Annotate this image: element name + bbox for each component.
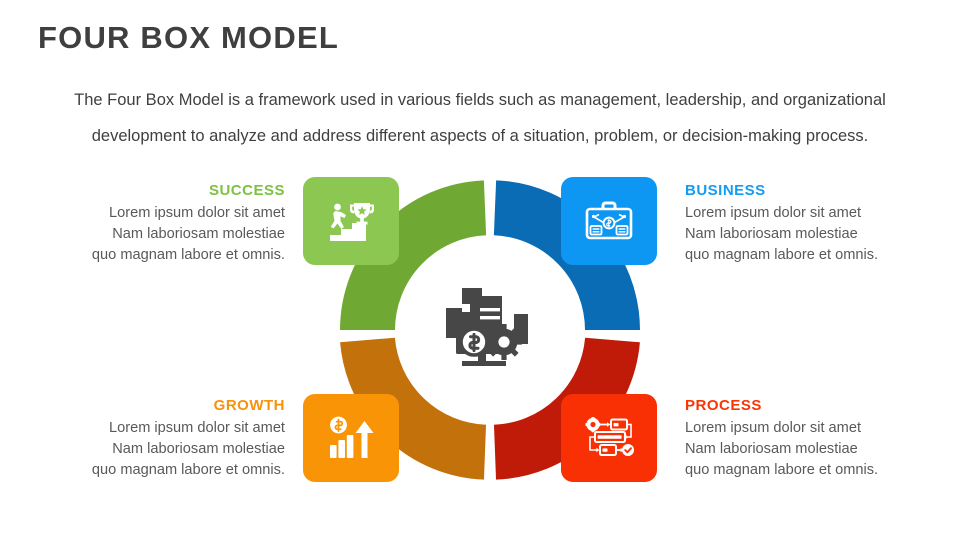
business-line-1: Lorem ipsum dolor sit amet bbox=[685, 205, 862, 221]
category-label-business: BUSINESS bbox=[685, 182, 766, 199]
text-block-process: PROCESS Lorem ipsum dolor sit amet Nam l… bbox=[685, 395, 945, 481]
success-line-2: Nam laboriosam molestiae bbox=[112, 226, 285, 242]
success-line-3: quo magnam labore et omnis. bbox=[91, 247, 285, 263]
growth-line-3: quo magnam labore et omnis. bbox=[91, 462, 285, 478]
ring-arc-success[interactable] bbox=[340, 180, 487, 331]
process-line-2: Nam laboriosam molestiae bbox=[685, 441, 858, 457]
success-line-1: Lorem ipsum dolor sit amet bbox=[108, 205, 285, 221]
category-label-success: SUCCESS bbox=[208, 182, 285, 199]
category-label-process: PROCESS bbox=[685, 397, 762, 414]
ring-arc-growth[interactable] bbox=[340, 336, 487, 480]
briefcase-network-icon bbox=[585, 201, 633, 240]
growth-chart-arrow-icon bbox=[330, 416, 374, 458]
icon-box-process[interactable] bbox=[561, 394, 657, 482]
icon-box-success[interactable] bbox=[303, 177, 399, 265]
business-line-3: quo magnam labore et omnis. bbox=[685, 247, 879, 263]
growth-line-1: Lorem ipsum dolor sit amet bbox=[108, 420, 285, 436]
text-block-success: SUCCESS Lorem ipsum dolor sit amet Nam l… bbox=[25, 180, 285, 266]
trophy-stairs-icon bbox=[330, 203, 374, 241]
process-line-1: Lorem ipsum dolor sit amet bbox=[685, 420, 862, 436]
description-line-2: development to analyze and address diffe… bbox=[91, 127, 869, 145]
center-icon-wrap bbox=[440, 280, 540, 380]
description-line-1: The Four Box Model is a framework used i… bbox=[74, 91, 886, 109]
text-block-business: BUSINESS Lorem ipsum dolor sit amet Nam … bbox=[685, 180, 945, 266]
business-line-2: Nam laboriosam molestiae bbox=[685, 226, 858, 242]
text-block-growth: GROWTH Lorem ipsum dolor sit amet Nam la… bbox=[25, 395, 285, 481]
growth-line-2: Nam laboriosam molestiae bbox=[112, 441, 285, 457]
category-label-growth: GROWTH bbox=[213, 397, 285, 414]
icon-box-growth[interactable] bbox=[303, 394, 399, 482]
icon-box-business[interactable] bbox=[561, 177, 657, 265]
page-title: FOUR BOX MODEL bbox=[38, 20, 339, 55]
slide-description: The Four Box Model is a framework used i… bbox=[30, 82, 930, 154]
business-documents-gear-monitor-icon bbox=[446, 288, 528, 366]
process-flowchart-icon bbox=[585, 417, 634, 456]
process-line-3: quo magnam labore et omnis. bbox=[685, 462, 879, 478]
